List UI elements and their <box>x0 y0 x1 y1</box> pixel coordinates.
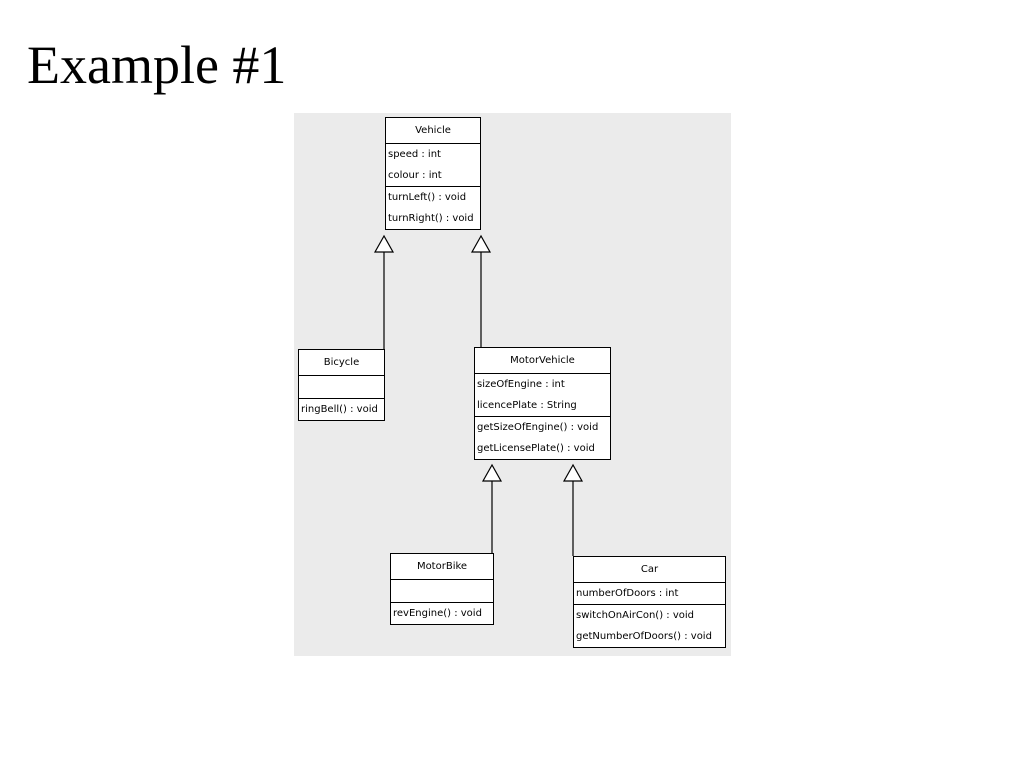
edge-bicycle-to-vehicle <box>373 234 395 349</box>
operations-section: switchOnAirCon() : void getNumberOfDoors… <box>574 605 725 647</box>
class-name: Car <box>574 557 725 583</box>
attributes-section: sizeOfEngine : int licencePlate : String <box>475 374 610 417</box>
attribute: sizeOfEngine : int <box>477 379 565 390</box>
class-name: MotorVehicle <box>475 348 610 374</box>
operation: turnRight() : void <box>388 213 474 224</box>
class-motor-vehicle: MotorVehicle sizeOfEngine : int licenceP… <box>474 347 611 460</box>
operation: ringBell() : void <box>301 404 378 415</box>
operation: switchOnAirCon() : void <box>576 610 694 621</box>
inheritance-arrow-icon <box>562 463 584 482</box>
attribute: colour : int <box>388 170 442 181</box>
operations-section: revEngine() : void <box>391 603 493 624</box>
inheritance-arrow-icon <box>373 234 395 253</box>
edge-car-to-motorvehicle <box>562 463 584 556</box>
uml-class-diagram: Vehicle speed : int colour : int turnLef… <box>294 113 731 656</box>
attribute: speed : int <box>388 149 441 160</box>
edge-motorvehicle-to-vehicle <box>470 234 492 347</box>
operation: getSizeOfEngine() : void <box>477 422 599 433</box>
class-name: Vehicle <box>386 118 480 144</box>
inheritance-arrow-icon <box>470 234 492 253</box>
class-car: Car numberOfDoors : int switchOnAirCon()… <box>573 556 726 648</box>
operations-section: getSizeOfEngine() : void getLicensePlate… <box>475 417 610 459</box>
class-bicycle: Bicycle ringBell() : void <box>298 349 385 421</box>
class-motor-bike: MotorBike revEngine() : void <box>390 553 494 625</box>
operation: getLicensePlate() : void <box>477 443 595 454</box>
operations-section: ringBell() : void <box>299 399 384 420</box>
attributes-section <box>391 580 493 603</box>
attributes-section <box>299 376 384 399</box>
attributes-section: speed : int colour : int <box>386 144 480 187</box>
operation: revEngine() : void <box>393 608 482 619</box>
class-name: Bicycle <box>299 350 384 376</box>
slide-title: Example #1 <box>27 35 287 95</box>
attribute: numberOfDoors : int <box>576 588 679 599</box>
operations-section: turnLeft() : void turnRight() : void <box>386 187 480 229</box>
edge-motorbike-to-motorvehicle <box>481 463 503 553</box>
class-name: MotorBike <box>391 554 493 580</box>
attributes-section: numberOfDoors : int <box>574 583 725 605</box>
attribute: licencePlate : String <box>477 400 577 411</box>
operation: turnLeft() : void <box>388 192 467 203</box>
inheritance-arrow-icon <box>481 463 503 482</box>
class-vehicle: Vehicle speed : int colour : int turnLef… <box>385 117 481 230</box>
operation: getNumberOfDoors() : void <box>576 631 712 642</box>
